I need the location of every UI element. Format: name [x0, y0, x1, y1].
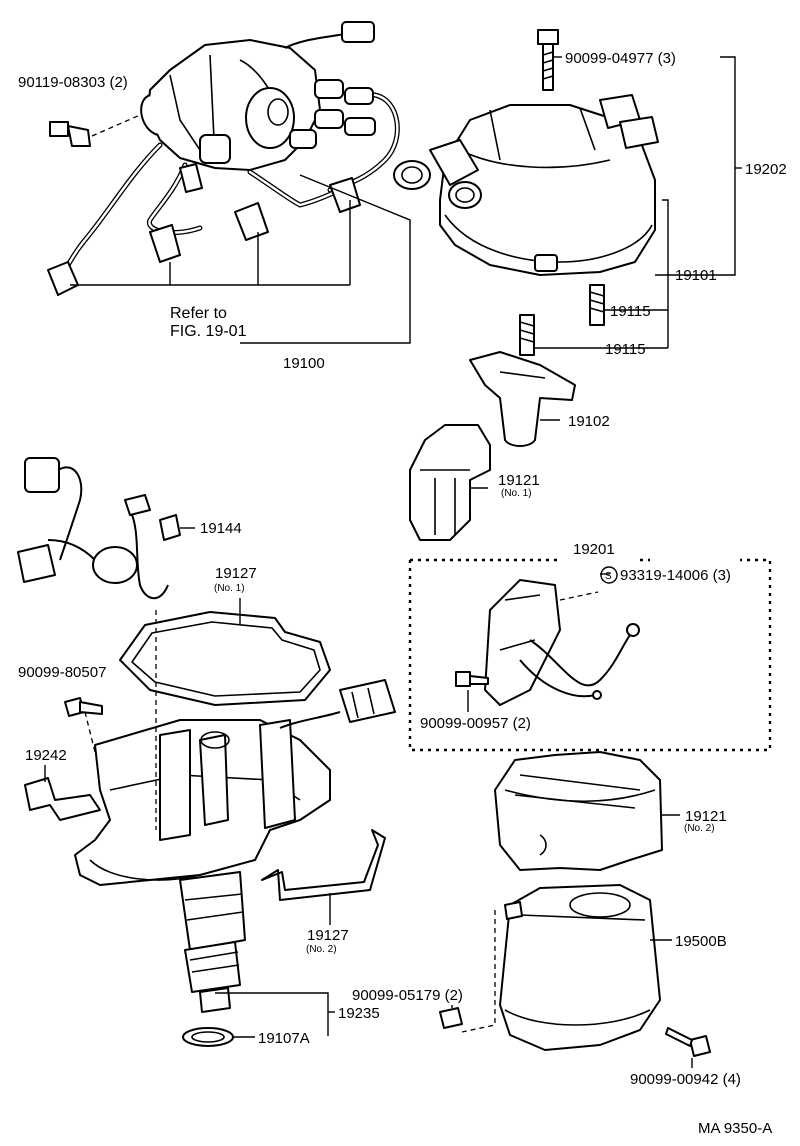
label-19121-no1: 19121: [498, 472, 540, 489]
label-19127-no1-sub: (No. 1): [214, 583, 245, 594]
label-refer-to: Refer to: [170, 305, 227, 322]
label-90099-80507: 90099-80507: [18, 664, 106, 681]
o-ring: [182, 1027, 234, 1047]
dust-cover-no1: [409, 424, 491, 541]
label-19235: 19235: [338, 1005, 380, 1022]
label-19127-no2: 19127: [307, 927, 349, 944]
pickup-coil-harness: [17, 457, 181, 600]
label-90099-04977: 90099-04977 (3): [565, 50, 676, 67]
leader-lines: [44, 56, 772, 1068]
distributor-assembly-with-wires: [47, 21, 400, 296]
label-19127-no1: 19127: [215, 565, 257, 582]
label-19101: 19101: [675, 267, 717, 284]
label-90099-00942: 90099-00942 (4): [630, 1071, 741, 1088]
wire-bracket: [24, 777, 101, 821]
gasket-no1: [119, 611, 331, 706]
label-90099-05179: 90099-05179 (2): [352, 987, 463, 1004]
dust-cover-no2: [494, 751, 663, 871]
label-19144: 19144: [200, 520, 242, 537]
distributor-rotor: [469, 351, 576, 447]
gasket-no2: [261, 829, 386, 901]
part-number-labels: 90119-08303 (2) 90099-04977 (3) 19202 19…: [18, 50, 787, 1137]
label-93319-14006: 93319-14006 (3): [620, 567, 731, 584]
distributor-cover-19500b: [439, 884, 711, 1057]
igniter-assembly: [455, 579, 640, 706]
label-19201: 19201: [573, 541, 615, 558]
carbon-spring-lower: [519, 314, 535, 356]
label-19100: 19100: [283, 355, 325, 372]
label-19121-no2-sub: (No. 2): [684, 823, 715, 834]
label-refer-fig: FIG. 19-01: [170, 323, 247, 340]
label-19121-no1-sub: (No. 1): [501, 488, 532, 499]
s-mark-letter: S: [605, 571, 612, 582]
s-mark-circle: [600, 566, 618, 584]
distributor-cap: [393, 29, 659, 276]
label-19107a: 19107A: [258, 1030, 310, 1047]
label-19115-upper: 19115: [610, 303, 651, 320]
label-19202: 19202: [745, 161, 787, 178]
distributor-housing: [74, 679, 396, 1013]
label-90119-08303: 90119-08303 (2): [18, 74, 128, 91]
label-19121-no2: 19121: [685, 808, 727, 825]
label-19115-lower: 19115: [605, 341, 646, 358]
label-90099-00957: 90099-00957 (2): [420, 715, 531, 732]
label-19242: 19242: [25, 747, 67, 764]
label-19127-no2-sub: (No. 2): [306, 944, 337, 955]
carbon-spring-upper: [589, 284, 605, 326]
label-19500b: 19500B: [675, 933, 727, 950]
diagram-code: MA 9350-A: [698, 1120, 772, 1137]
bolt-90099-80507: [64, 697, 103, 717]
label-19102: 19102: [568, 413, 610, 430]
